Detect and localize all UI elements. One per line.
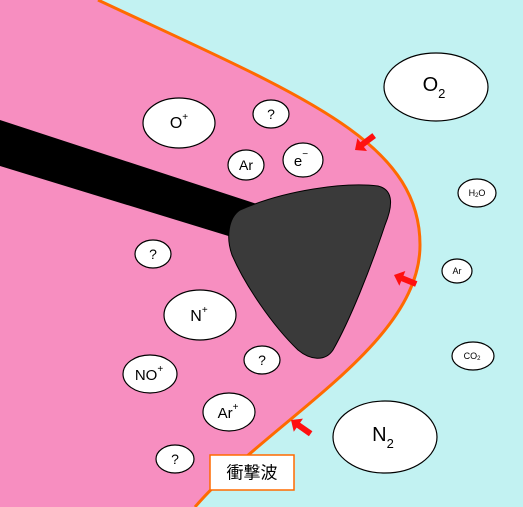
svg-text:O+: O+ — [170, 112, 188, 132]
svg-text:O2: O2 — [423, 74, 446, 101]
svg-text:CO2: CO2 — [464, 351, 482, 362]
species-unknown: ? — [252, 99, 290, 129]
svg-text:Ar: Ar — [239, 157, 253, 173]
species-unknown: ? — [155, 444, 195, 474]
species-h2o: H2O — [457, 178, 497, 208]
shock-wave-label: 衝撃波 — [209, 454, 295, 491]
flow-arrow — [291, 418, 313, 437]
species-ar-plus: Ar+ — [202, 392, 256, 432]
species-unknown: ? — [243, 345, 281, 375]
svg-text:?: ? — [149, 246, 157, 262]
svg-text:衝撃波: 衝撃波 — [227, 464, 278, 483]
species-no-plus: NO+ — [122, 354, 178, 394]
species-electron: e− — [282, 142, 324, 178]
species-co2: CO2 — [451, 341, 495, 371]
shock-layer-region — [0, 0, 420, 507]
svg-text:Ar: Ar — [453, 266, 462, 276]
svg-text:N+: N+ — [190, 305, 208, 325]
svg-text:?: ? — [258, 352, 266, 368]
body-sting — [0, 120, 260, 242]
svg-text:?: ? — [267, 106, 275, 122]
species-ar-neutral: Ar — [441, 258, 473, 284]
svg-text:?: ? — [171, 451, 179, 467]
svg-text:Ar+: Ar+ — [218, 402, 239, 422]
flow-arrow — [355, 133, 376, 151]
species-n2: N2 — [332, 400, 438, 474]
species-unknown: ? — [134, 239, 172, 269]
species-o2: O2 — [383, 52, 489, 122]
svg-text:NO+: NO+ — [135, 364, 164, 384]
body — [228, 184, 391, 359]
species-n-plus: N+ — [163, 289, 237, 341]
species-ar: Ar — [227, 149, 265, 181]
flow-arrow — [394, 270, 418, 287]
svg-text:N2: N2 — [372, 424, 394, 451]
svg-text:e−: e− — [294, 149, 308, 170]
svg-text:H2O: H2O — [469, 188, 486, 199]
shock-front-line — [97, 0, 422, 507]
species-o-plus: O+ — [142, 97, 216, 149]
